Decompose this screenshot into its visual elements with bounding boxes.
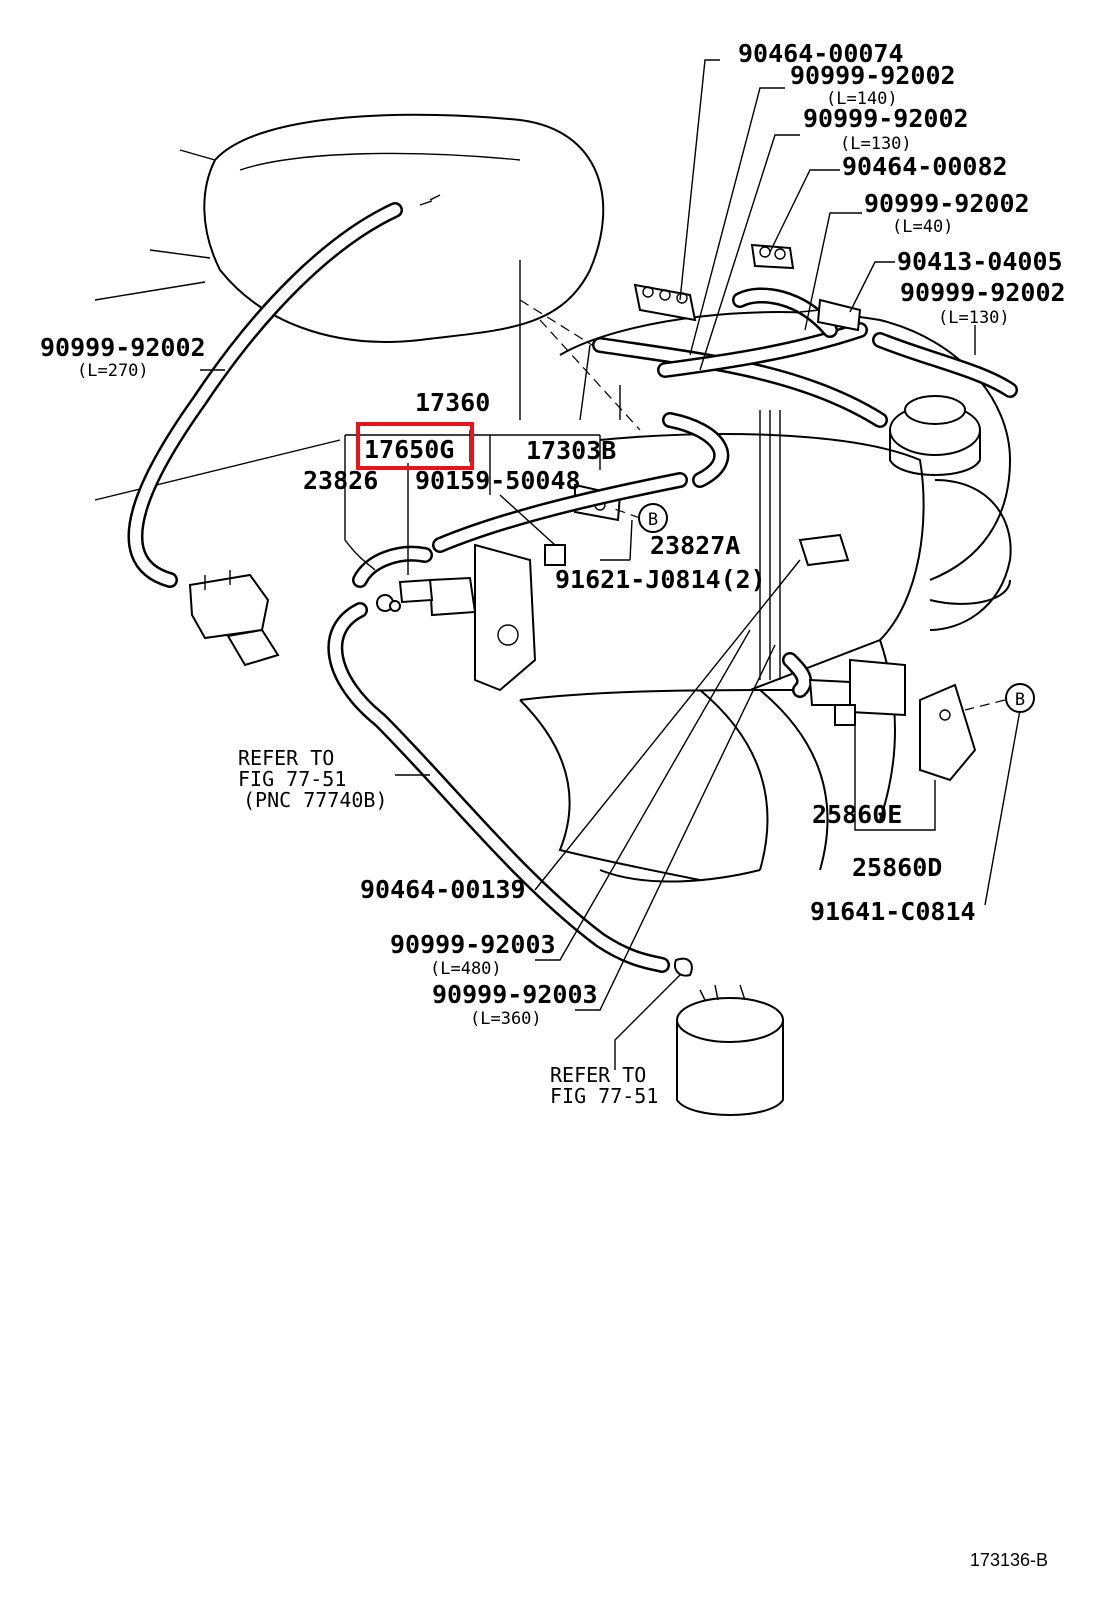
clamp-small [376,594,401,612]
label-17360[interactable]: 17360 [415,388,490,417]
label-90999-92002-l140[interactable]: 90999-92002 [790,61,956,90]
egr-valve [889,395,981,476]
vacuum-tee-90413-04005 [799,298,862,332]
hose-clamp-90464-00082 [750,243,795,270]
label-length-130-b: (L=130) [938,308,1010,328]
hose-right-vsv [782,652,813,698]
label-90999-92002-l40[interactable]: 90999-92002 [864,189,1030,218]
label-17303b[interactable]: 17303B [526,436,616,465]
air-cleaner-outline [94,113,605,501]
label-90413-04005[interactable]: 90413-04005 [897,247,1063,276]
drawing-number: 173136-B [970,1550,1048,1570]
hose-to-filter [327,602,670,973]
label-fig-77-51-2[interactable]: FIG 77-51 [550,1084,658,1108]
marker-b-2: B [1005,683,1035,713]
label-90999-92002-l130-b[interactable]: 90999-92002 [900,278,1066,307]
connector-on-manifold [798,533,850,567]
fuel-filter [674,957,784,1116]
label-23827a[interactable]: 23827A [650,531,740,560]
label-90159-50048[interactable]: 90159-50048 [415,466,581,495]
hose-clamp-90464-00074 [633,283,697,322]
bracket-25860d [919,683,977,782]
label-90999-92003-l360[interactable]: 90999-92003 [432,980,598,1009]
svg-text:B: B [1015,690,1025,710]
svg-text:B: B [648,510,658,530]
label-91641-c0814[interactable]: 91641-C0814 [810,897,976,926]
highlight-box-17650g [356,422,474,470]
top-hose-bundle [579,287,1018,680]
leader-lines [200,59,1021,1070]
label-length-480: (L=480) [430,959,502,979]
label-90999-92002-l130[interactable]: 90999-92002 [803,104,969,133]
label-fig-77-51-1[interactable]: FIG 77-51 [238,767,346,791]
marker-b-1: B [638,503,668,533]
label-91621-j0814[interactable]: 91621-J0814(2) [555,565,766,594]
label-90464-00139[interactable]: 90464-00139 [360,875,526,904]
label-length-360: (L=360) [470,1009,542,1029]
label-25860d[interactable]: 25860D [852,853,942,882]
label-pnc-77740b: (PNC 77740B) [243,788,388,812]
label-length-140: (L=140) [826,89,898,109]
label-17650g[interactable]: 17650G [364,435,454,464]
label-90999-92002-l270[interactable]: 90999-92002 [40,333,206,362]
label-length-130-a: (L=130) [840,134,912,154]
label-90464-00074[interactable]: 90464-00074 [738,39,904,68]
label-23826[interactable]: 23826 [303,466,378,495]
label-length-40: (L=40) [892,217,953,237]
part-labels: 90464-00074 90999-92002 (L=140) 90999-92… [40,39,1066,1570]
vsv-valve-left [188,570,280,667]
label-refer-to-2[interactable]: REFER TO [550,1063,646,1087]
vsv-25860e [808,658,906,726]
pipe-17303b [432,472,688,553]
label-25860e[interactable]: 25860E [812,800,902,829]
label-90464-00082[interactable]: 90464-00082 [842,152,1008,181]
hose-l270 [127,202,403,588]
label-90999-92003-l480[interactable]: 90999-92003 [390,930,556,959]
label-refer-to-1[interactable]: REFER TO [238,746,334,770]
label-length-270: (L=270) [77,361,149,381]
hose-23826 [352,545,433,588]
